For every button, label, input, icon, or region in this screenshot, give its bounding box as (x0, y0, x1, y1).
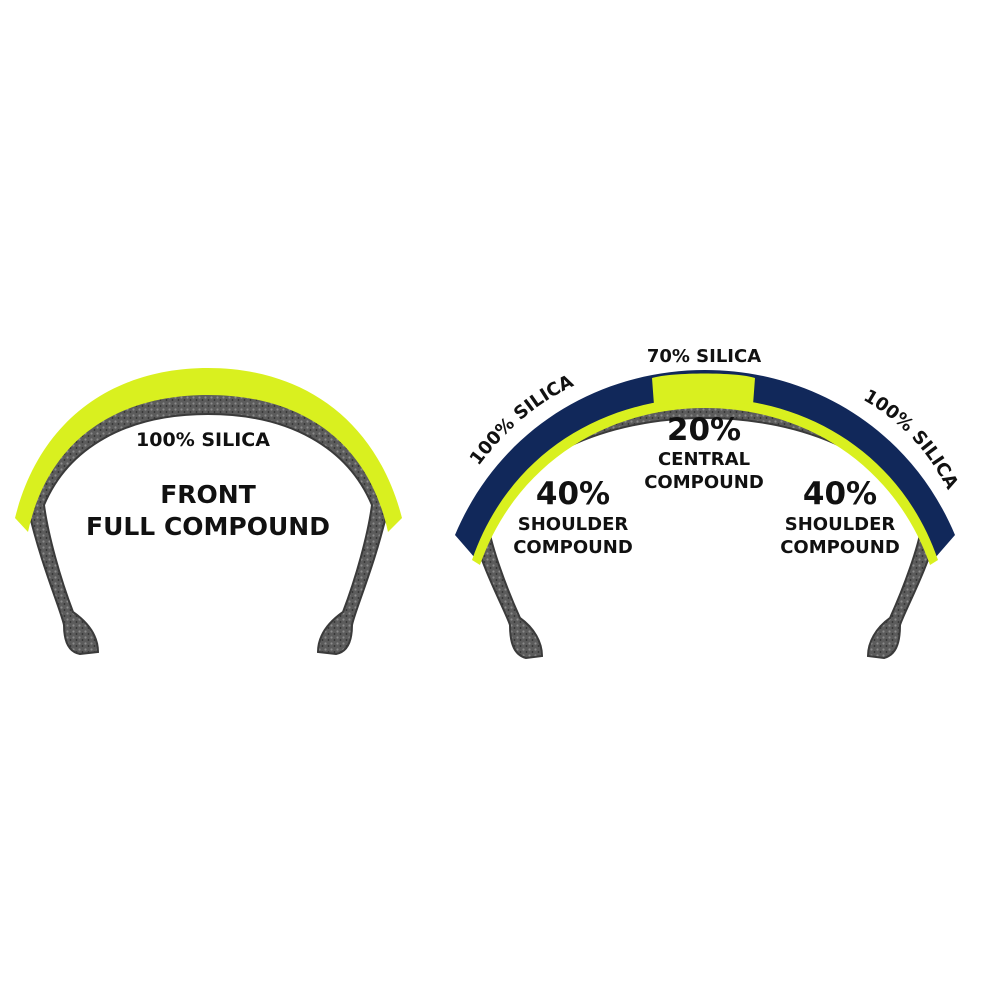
right-shoulder-line2: COMPOUND (780, 537, 900, 558)
left-shoulder-line2: COMPOUND (513, 537, 633, 558)
rear-tire: 70% SILICA 100% SILICA 100% SILICA 20% C… (455, 346, 962, 660)
left-shoulder-line1: SHOULDER (518, 514, 629, 535)
right-shoulder-line1: SHOULDER (785, 514, 896, 535)
rear-shoulder-band (455, 370, 955, 558)
right-shoulder-percent: 40% (803, 476, 877, 512)
front-tread-label: 100% SILICA (136, 429, 270, 451)
central-line1: CENTRAL (658, 449, 750, 470)
rear-top-label: 70% SILICA (647, 346, 761, 367)
front-tire: 100% SILICA FRONT FULL COMPOUND (15, 368, 402, 656)
central-line2: COMPOUND (644, 472, 764, 493)
rear-central-compound (652, 373, 755, 405)
front-title-line2: FULL COMPOUND (86, 512, 330, 541)
front-silica-tread (15, 368, 402, 532)
left-shoulder-percent: 40% (536, 476, 610, 512)
front-title-line1: FRONT (160, 480, 256, 509)
central-percent: 20% (667, 412, 741, 448)
